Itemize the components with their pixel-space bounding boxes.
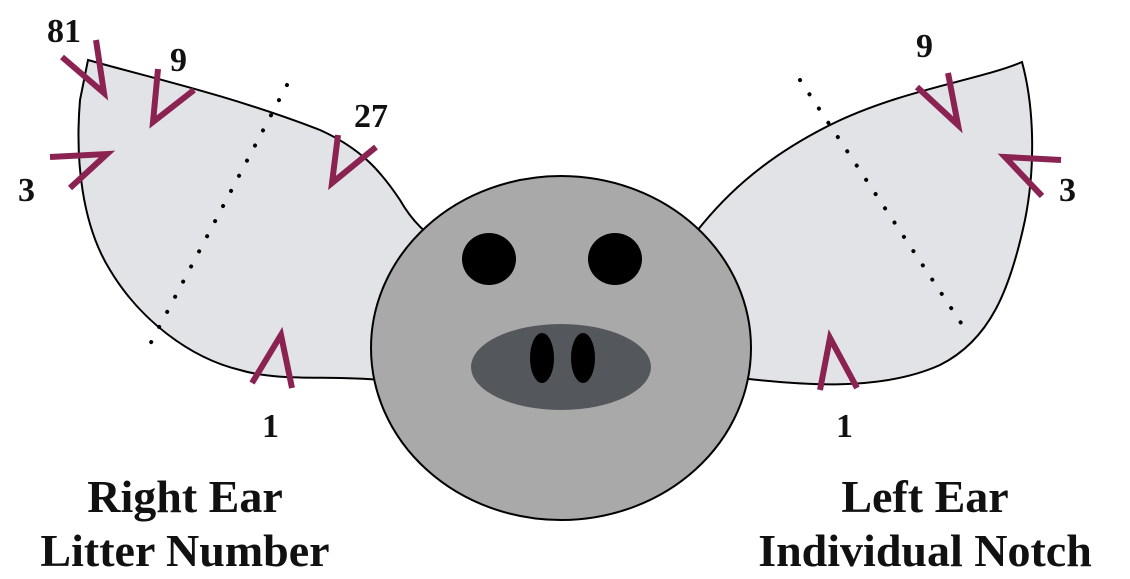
notch-left-9	[914, 72, 963, 134]
left-ear-subtitle: Individual Notch	[758, 525, 1092, 576]
snout	[471, 324, 651, 410]
label-left-9: 9	[916, 28, 933, 65]
right-ear-dotted-divider	[145, 83, 289, 352]
left-ear-title: Left Ear	[841, 471, 1009, 522]
notch-left-3	[997, 153, 1062, 199]
notch-right-1	[249, 326, 295, 389]
left-ear-dotted-divider	[798, 78, 969, 334]
eye-left	[462, 233, 516, 285]
label-right-3: 3	[18, 172, 35, 209]
notch-left-1	[817, 329, 860, 391]
notch-right-3	[49, 150, 116, 191]
notches	[49, 39, 1062, 391]
left-ear-caption: Left Ear Individual Notch	[720, 470, 1130, 578]
left-ear-shape	[688, 60, 1034, 386]
notch-right-27	[328, 134, 378, 191]
notch-labels: 81 9 27 3 1 9 3 1	[18, 13, 1076, 445]
pig-head	[370, 175, 752, 521]
notch-right-81	[60, 39, 109, 101]
label-left-3: 3	[1059, 172, 1076, 209]
label-right-27: 27	[354, 98, 388, 135]
eye-right	[588, 233, 642, 285]
label-right-1: 1	[262, 408, 279, 445]
label-right-9: 9	[170, 42, 187, 79]
right-ear-subtitle: Litter Number	[40, 525, 330, 576]
right-ear-caption: Right Ear Litter Number	[0, 470, 370, 578]
label-left-1: 1	[836, 408, 853, 445]
nostril-left	[530, 333, 554, 383]
nostril-right	[571, 333, 595, 383]
left-ear	[688, 60, 1034, 386]
right-ear-title: Right Ear	[87, 471, 283, 522]
label-right-81: 81	[47, 13, 81, 50]
notch-right-9	[149, 68, 196, 129]
